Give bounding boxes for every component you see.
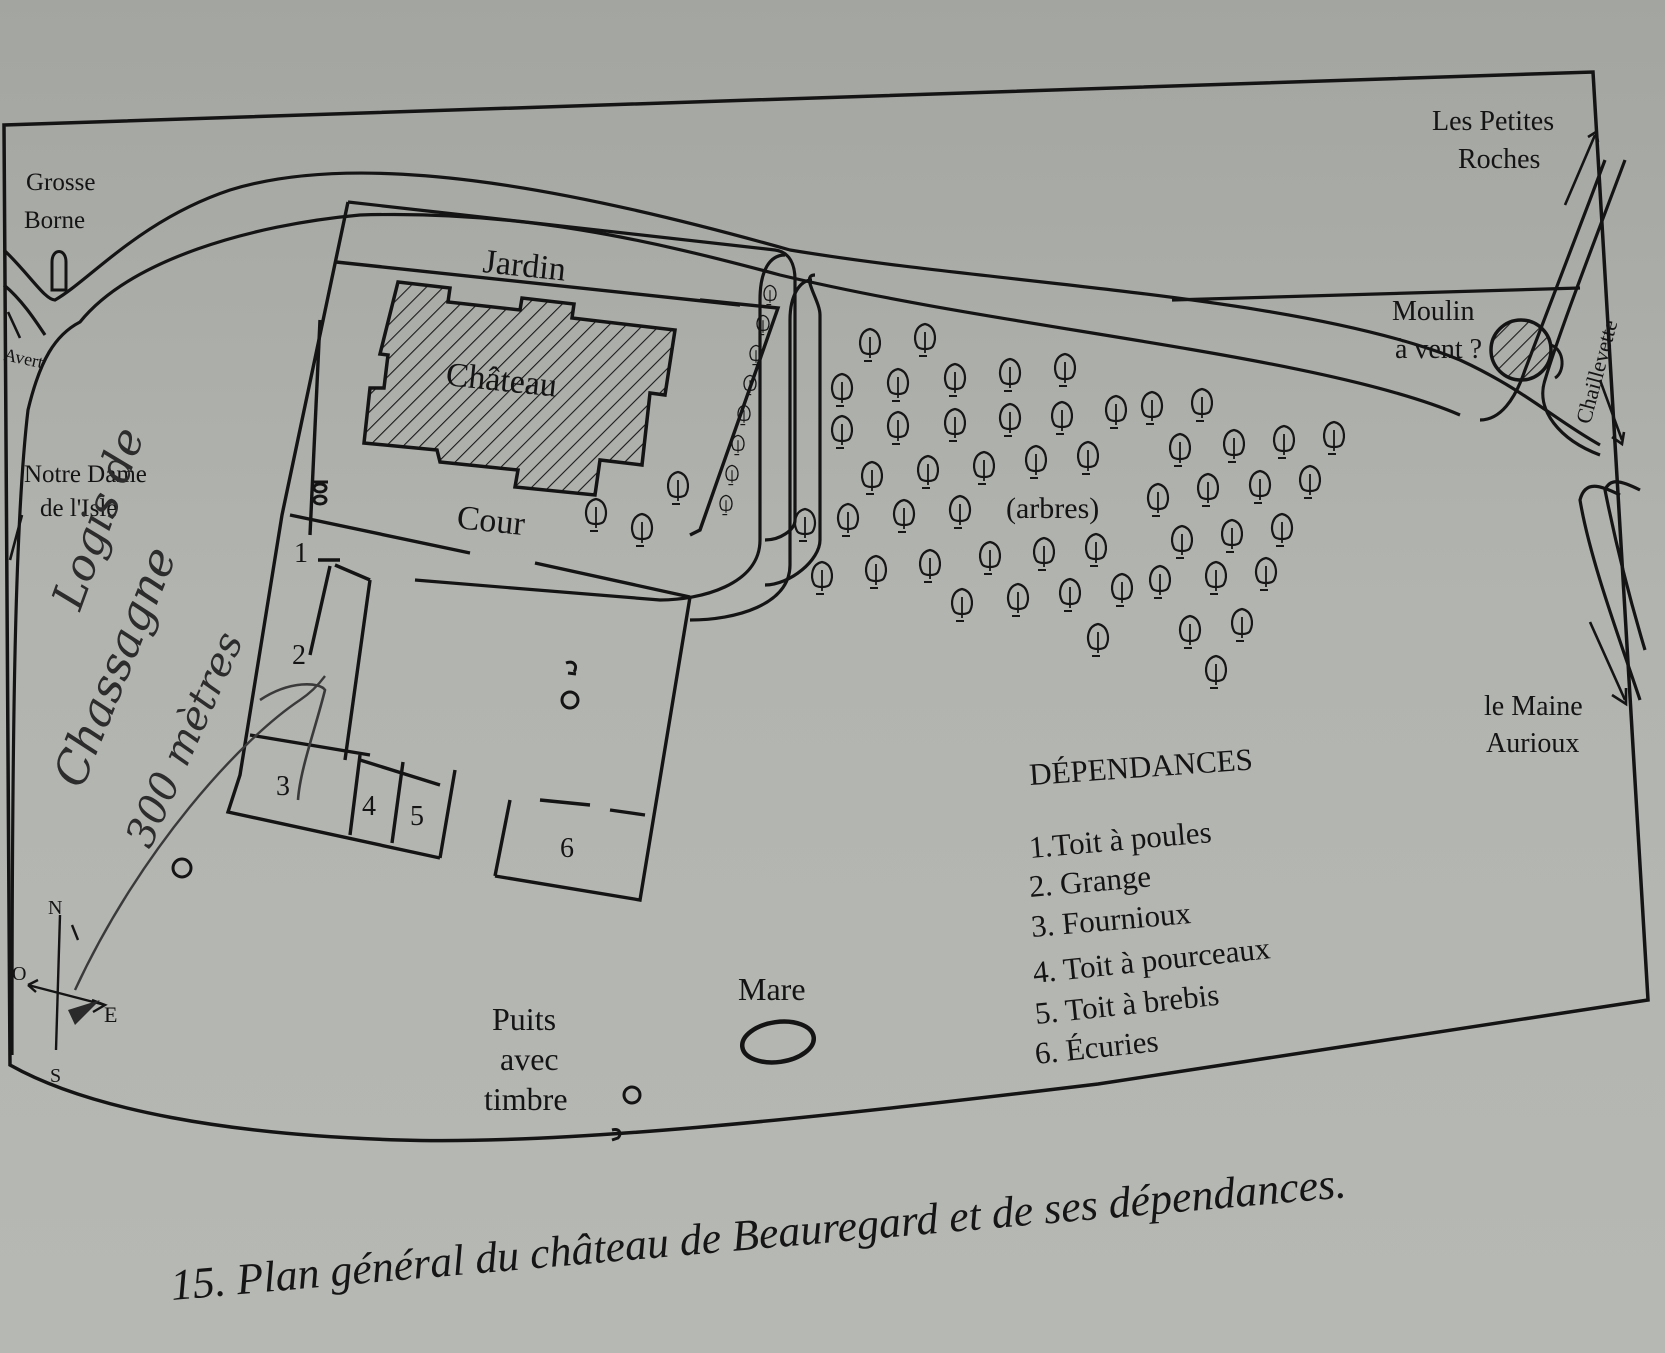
label-puits-2: avec [500, 1041, 559, 1077]
legend-item: 6. Écuries [1033, 1023, 1160, 1071]
legend: DÉPENDANCES 1.Toit à poules 2. Grange 3.… [1028, 741, 1273, 1071]
plan-boundary [2, 70, 1650, 1143]
label-cour: Cour [455, 499, 527, 543]
label-le-maine-2: Aurioux [1486, 728, 1579, 759]
label-puits-1: Puits [492, 1001, 556, 1037]
direction-arrows [6, 129, 1628, 707]
compass-s: S [50, 1065, 61, 1087]
side-roads [1479, 159, 1647, 701]
label-moulin-1: Moulin [1392, 296, 1474, 327]
legend-item: 3. Fournioux [1030, 895, 1193, 944]
label-le-maine-1: le Maine [1484, 691, 1583, 722]
legend-item: 2. Grange [1028, 858, 1153, 904]
outbuilding-number: 5 [410, 801, 424, 832]
label-grosse-borne-2: Borne [24, 207, 85, 234]
legend-item: 1.Toit à poules [1028, 814, 1213, 865]
outbuilding-number: 4 [362, 791, 376, 822]
compass-e: E [104, 1002, 117, 1027]
boundary-stone-icon [50, 250, 68, 292]
figure-caption: 15. Plan général du château de Beauregar… [169, 1158, 1348, 1310]
compass-letters: N S E O [12, 897, 117, 1087]
enclosure-paths [347, 200, 1581, 622]
label-notre-dame-1: Notre Dame [24, 461, 147, 488]
area-labels: Jardin Château Cour (arbres) Mare Puits … [444, 243, 1099, 1117]
outbuilding-number: 6 [560, 833, 574, 864]
compass-rose [27, 914, 108, 1051]
label-jardin: Jardin [481, 243, 568, 288]
label-puits-3: timbre [484, 1081, 568, 1117]
label-petites-roches-1: Les Petites [1432, 106, 1554, 137]
compass-n: N [48, 897, 62, 919]
label-mare: Mare [738, 971, 806, 1007]
pencil-annotation-line [73, 675, 326, 991]
pond-mare [739, 1019, 817, 1065]
outbuilding-number: 3 [276, 771, 290, 802]
legend-title: DÉPENDANCES [1028, 741, 1254, 792]
label-moulin-2: à vent ? [1395, 334, 1482, 365]
pencil-annotation-mark [259, 682, 327, 801]
label-notre-dame-2: de l'Isle [40, 495, 117, 522]
label-avert: Avert [2, 344, 45, 372]
main-road [2, 171, 1601, 1056]
compass-o: O [12, 963, 26, 985]
outbuilding-number: 1 [294, 538, 308, 569]
chateau-building [362, 280, 678, 497]
label-grosse-borne-1: Grosse [26, 169, 95, 196]
outbuilding-number: 2 [292, 640, 306, 671]
label-petites-roches-2: Roches [1458, 144, 1540, 175]
place-labels: Grosse Borne Avert Notre Dame de l'Isle … [2, 106, 1622, 759]
label-arbres: (arbres) [1006, 492, 1099, 525]
well-markers [171, 480, 642, 1142]
windmill-marker [1489, 318, 1564, 382]
outbuilding-numbers: 1 2 3 4 5 6 [276, 538, 574, 864]
